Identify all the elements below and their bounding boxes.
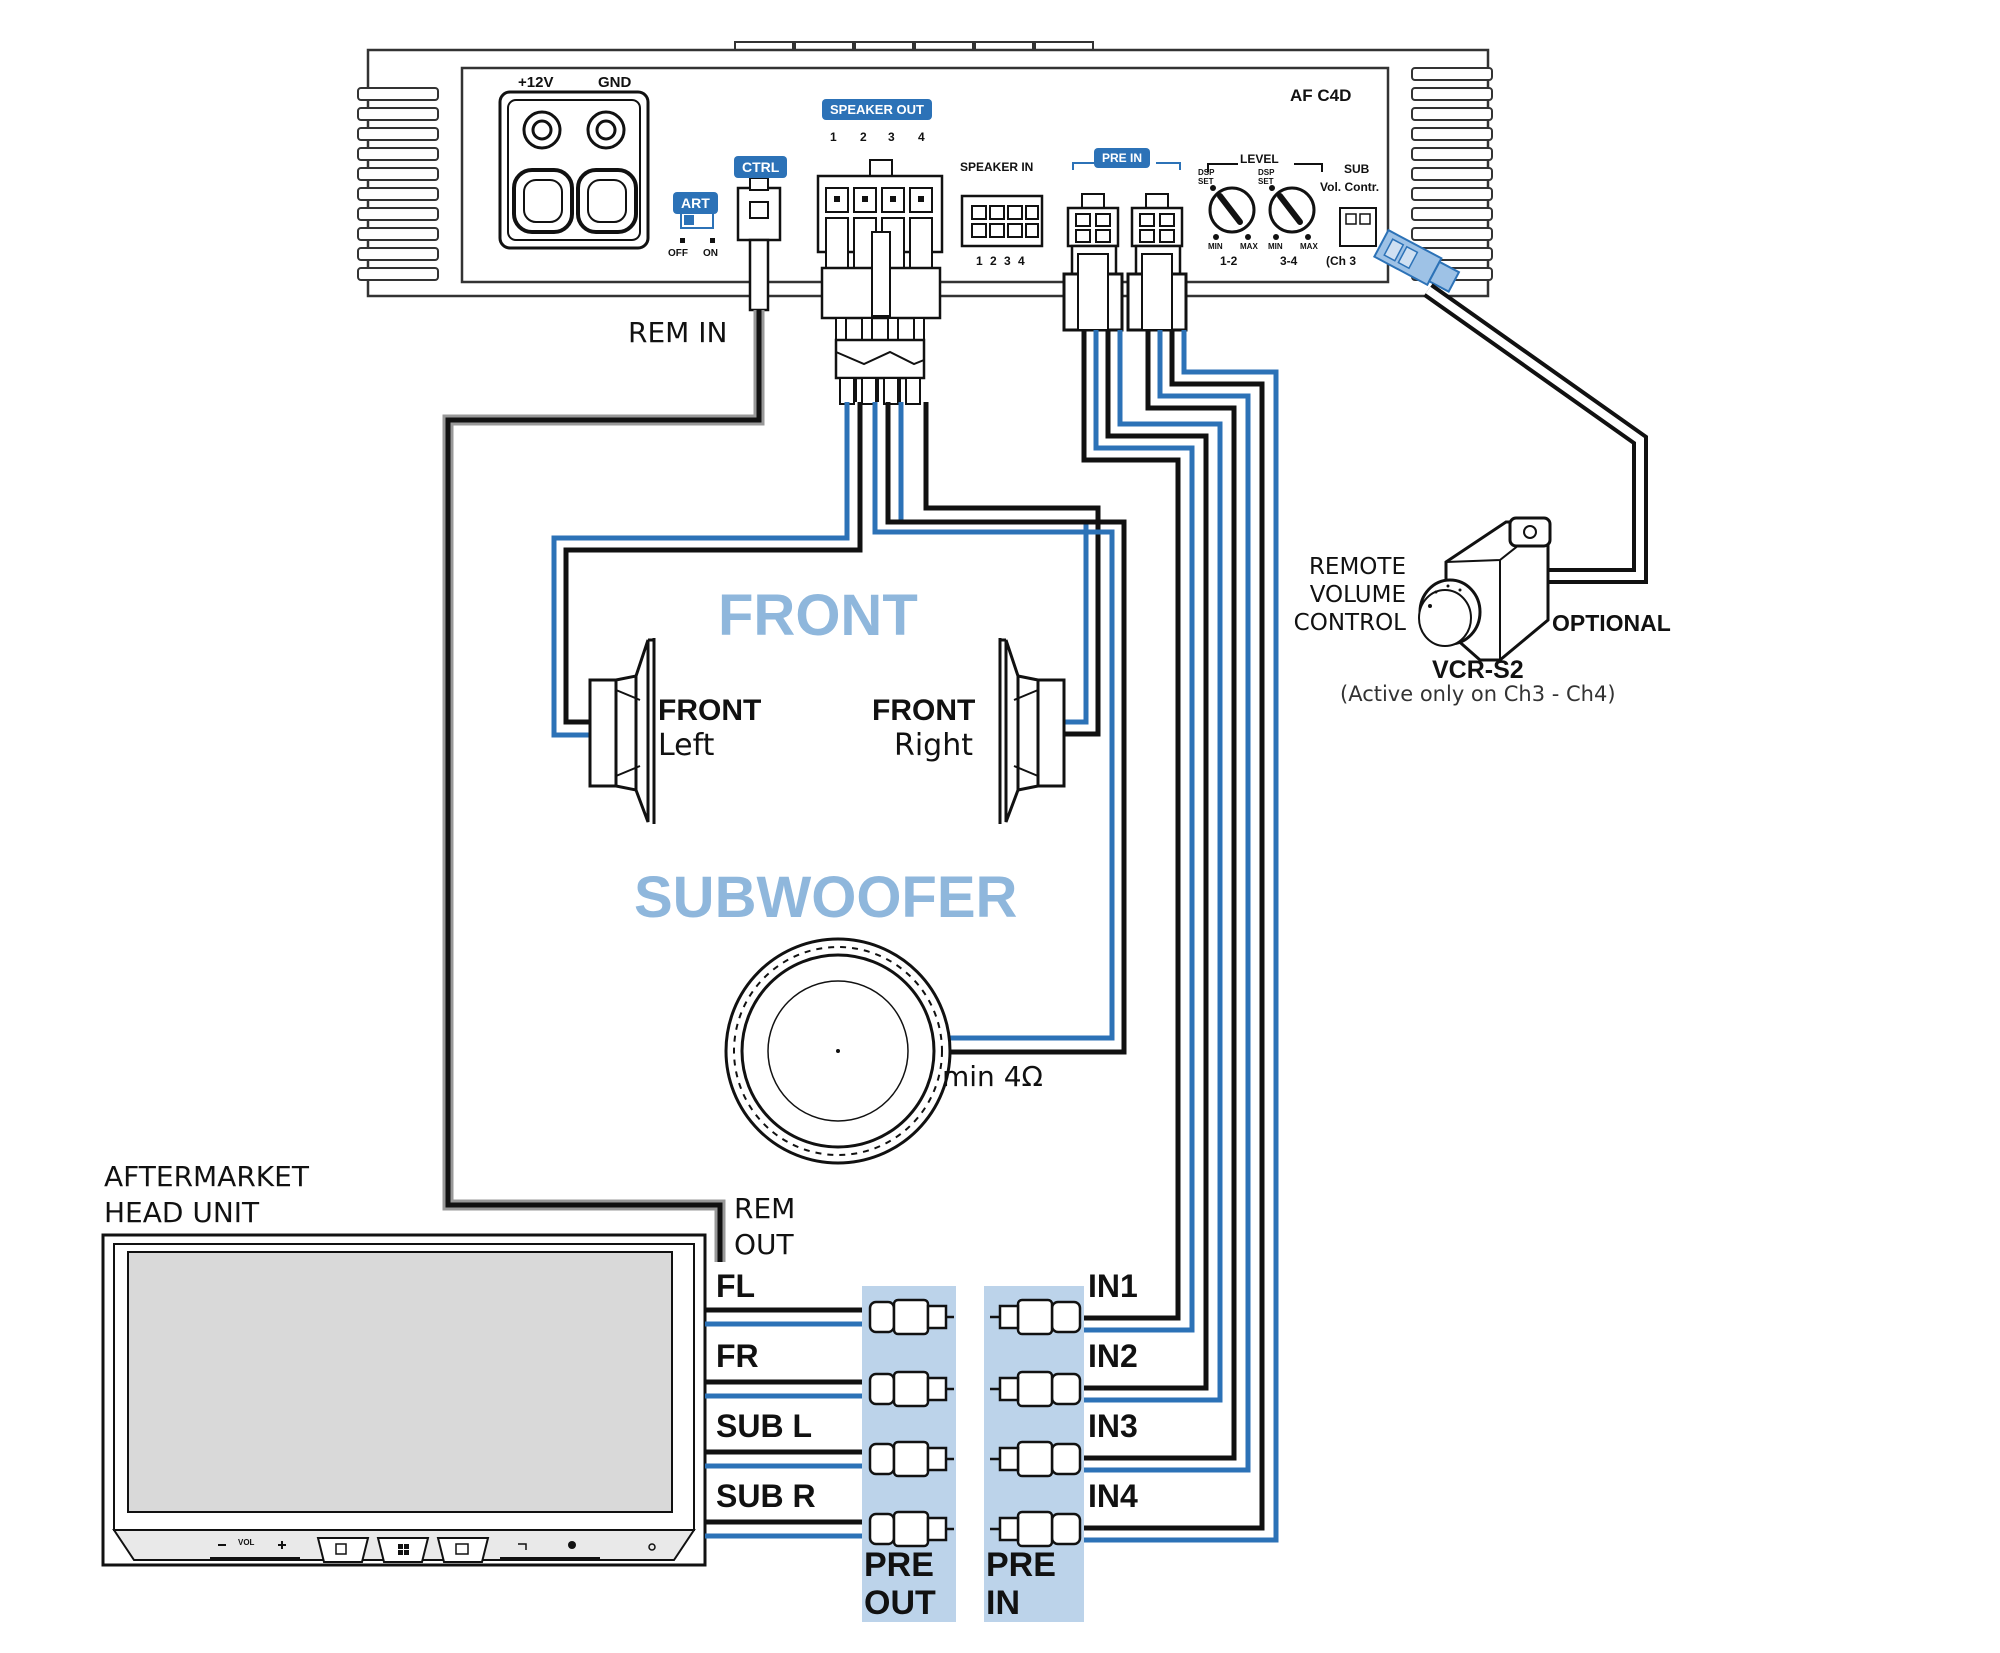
min-34: MIN — [1268, 242, 1283, 251]
speaker-in-label: SPEAKER IN — [960, 160, 1034, 174]
rem-out-label-2: OUT — [734, 1228, 794, 1261]
head-unit-label-1: AFTERMARKET — [104, 1160, 309, 1193]
front-right-label-1: FRONT — [872, 694, 976, 727]
front-left-speaker — [588, 638, 656, 824]
front-left-wire-blue — [551, 402, 850, 738]
speaker-out-pin-2: 2 — [860, 130, 867, 144]
vcr-plug — [1372, 228, 1461, 293]
heatsink-fins-left — [357, 87, 439, 281]
dsp-set-34: DSP SET — [1258, 168, 1275, 186]
min-ohm-label: min 4Ω — [942, 1060, 1043, 1093]
front-title: FRONT — [718, 583, 918, 648]
in2-label: IN2 — [1088, 1338, 1138, 1374]
sub-r-label: SUB R — [716, 1478, 816, 1514]
sub-vol-3: (Ch 3 — [1326, 254, 1356, 268]
speaker-in-pins: 1 2 3 4 — [976, 254, 1025, 268]
in4-label: IN4 — [1088, 1478, 1138, 1514]
dsp-set-12: DSP SET — [1198, 168, 1215, 186]
pre-in-label-1: PRE — [986, 1546, 1056, 1584]
sub-vol-1: SUB — [1344, 162, 1370, 176]
level-3-4: 3-4 — [1280, 254, 1298, 268]
front-left-label-2: Left — [658, 728, 715, 763]
speaker-out-pin-4: 4 — [918, 130, 925, 144]
remote-volume-control — [1418, 516, 1552, 662]
art-label: ART — [673, 192, 718, 214]
vcr-model: VCR-S2 — [1432, 656, 1524, 684]
pre-out-label-1: PRE — [864, 1546, 934, 1584]
max-12: MAX — [1240, 242, 1258, 251]
subwoofer-wire-blue — [872, 402, 1115, 1041]
head-unit — [101, 1233, 707, 1567]
rem-out-label-1: REM — [734, 1192, 796, 1225]
power-terminal-block — [498, 90, 650, 250]
amp-model: AF C4D — [1290, 86, 1352, 105]
remote-label-1: REMOTE — [1308, 554, 1406, 580]
min-12: MIN — [1208, 242, 1223, 251]
pre-out-wires — [705, 1307, 870, 1539]
speaker-out-label: SPEAKER OUT — [822, 99, 932, 120]
amplifier — [357, 41, 1493, 405]
pre-in-connectors — [1062, 193, 1188, 332]
max-34: MAX — [1300, 242, 1318, 251]
remote-label-2: VOLUME — [1309, 582, 1406, 608]
fl-label: FL — [716, 1268, 756, 1304]
art-on-label: ON — [703, 248, 718, 259]
level-knob-1-2 — [1208, 185, 1256, 240]
ctrl-label: CTRL — [734, 156, 788, 178]
front-left-label-1: FRONT — [658, 694, 762, 727]
art-off-label: OFF — [668, 248, 688, 259]
rca-plugs-in — [990, 1298, 1082, 1548]
front-right-label-2: Right — [894, 728, 973, 763]
fr-label: FR — [716, 1338, 759, 1374]
vol-label: VOL — [238, 1538, 255, 1547]
in3-label: IN3 — [1088, 1408, 1138, 1444]
speaker-out-pin-3: 3 — [888, 130, 895, 144]
heatsink-fins-right — [1411, 67, 1493, 281]
subwoofer-title: SUBWOOFER — [634, 865, 1018, 930]
speaker-in-connector — [960, 194, 1044, 248]
remote-label-3: CONTROL — [1293, 610, 1406, 636]
head-unit-label-2: HEAD UNIT — [104, 1196, 260, 1229]
pre-out-label-2: OUT — [864, 1584, 936, 1622]
pre-in-wires — [1081, 330, 1279, 1543]
subwoofer-speaker — [724, 937, 952, 1165]
plus12v-label: +12V — [518, 74, 554, 91]
pre-in-label-2: IN — [986, 1584, 1020, 1622]
sub-l-label: SUB L — [716, 1408, 812, 1444]
sub-vol-2: Vol. Contr. — [1320, 180, 1380, 194]
rca-plugs-out — [868, 1298, 954, 1548]
vcr-note: (Active only on Ch3 - Ch4) — [1340, 682, 1616, 706]
speaker-out-pin-1: 1 — [830, 130, 837, 144]
level-label: LEVEL — [1240, 152, 1279, 166]
level-1-2: 1-2 — [1220, 254, 1238, 268]
gnd-label: GND — [598, 74, 632, 91]
front-right-wire-blue — [898, 402, 1089, 725]
optional-label: OPTIONAL — [1552, 610, 1671, 636]
in1-label: IN1 — [1088, 1268, 1138, 1304]
level-knob-3-4 — [1268, 185, 1316, 240]
front-right-speaker — [998, 638, 1066, 824]
ctrl-connector — [736, 177, 782, 312]
speaker-out-connector — [816, 159, 944, 405]
pre-in-amp-label: PRE IN — [1094, 148, 1151, 168]
rem-in-label: REM IN — [628, 316, 728, 349]
